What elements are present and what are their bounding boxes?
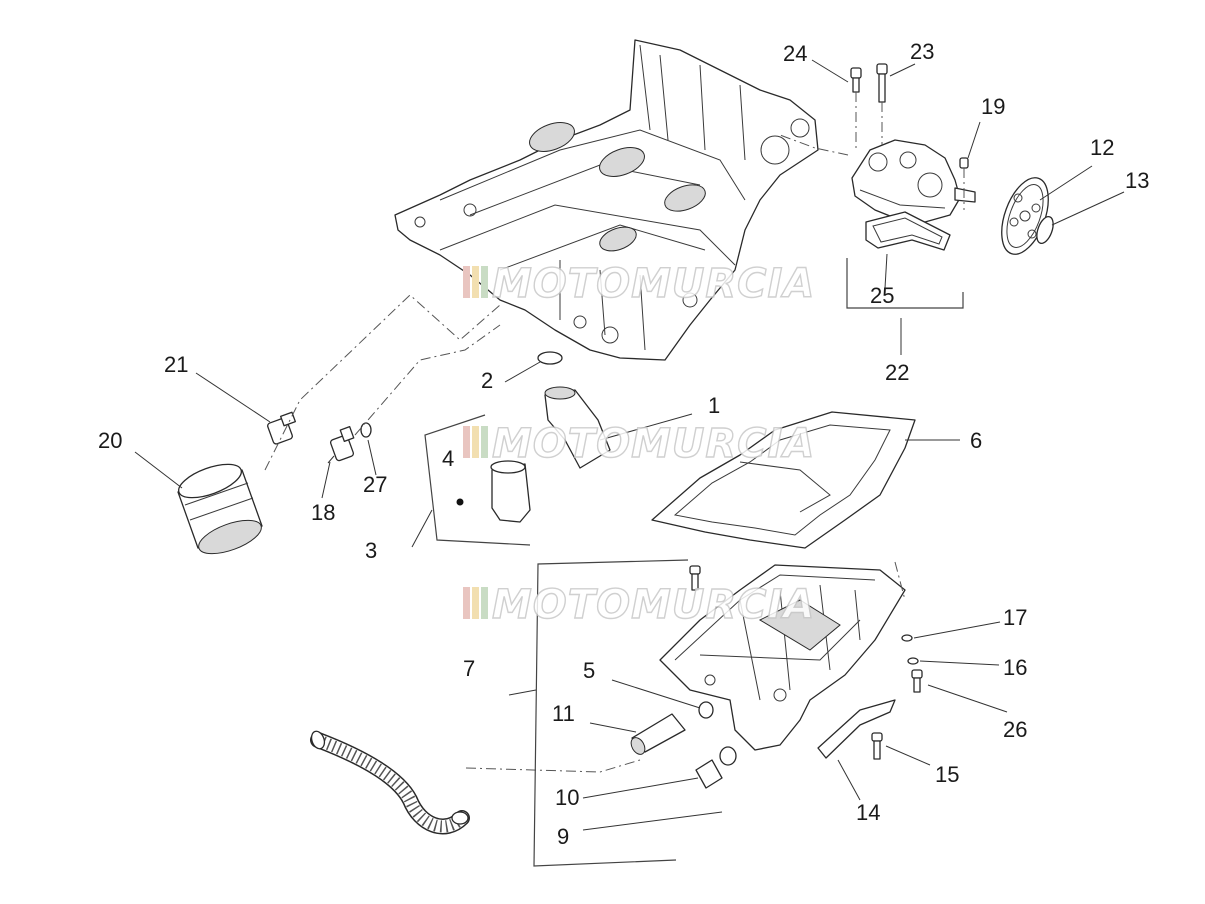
o-ring-27 xyxy=(360,422,372,438)
callout-14: 14 xyxy=(856,800,880,825)
svg-text:MOTOMURCIA: MOTOMURCIA xyxy=(492,582,815,628)
screw-24 xyxy=(850,67,862,93)
callout-11: 11 xyxy=(552,701,575,726)
leader-lines xyxy=(134,59,1125,831)
screw-15 xyxy=(871,732,883,760)
washer-9 xyxy=(719,746,737,766)
callout-10: 10 xyxy=(555,785,579,810)
callout-25: 25 xyxy=(870,283,894,308)
callout-1: 1 xyxy=(708,393,720,418)
assembly-lines xyxy=(264,92,965,773)
o-ring-5 xyxy=(698,701,714,719)
crankcase-housing xyxy=(394,39,819,361)
oil-pump xyxy=(851,139,976,223)
callout-22: 22 xyxy=(885,360,909,385)
group-bracket-7 xyxy=(533,559,689,867)
strainer-4 xyxy=(456,460,531,523)
watermark-logo: MOTOMURCIA xyxy=(463,420,815,468)
bracket-14 xyxy=(817,699,896,759)
o-ring-2 xyxy=(537,351,563,365)
watermark-logo: MOTOMURCIA xyxy=(463,260,815,308)
pump-gear-12 xyxy=(1001,177,1049,255)
plug-10 xyxy=(695,759,723,789)
bolt-7 xyxy=(689,565,701,591)
screw-26 xyxy=(911,669,923,693)
callout-3: 3 xyxy=(365,538,377,563)
callout-24: 24 xyxy=(783,41,807,66)
callout-6: 6 xyxy=(970,428,982,453)
fitting-21 xyxy=(267,411,296,445)
callout-20: 20 xyxy=(98,428,122,453)
circlip-13 xyxy=(1036,215,1054,245)
group-bracket-22 xyxy=(846,258,964,309)
callout-26: 26 xyxy=(1003,717,1027,742)
oil-pan-gasket-6 xyxy=(651,411,916,549)
washer-17 xyxy=(901,634,913,642)
callout-13: 13 xyxy=(1125,168,1149,193)
callout-21: 21 xyxy=(164,352,188,377)
washer-16 xyxy=(907,657,919,665)
group-bracket-3 xyxy=(424,414,531,546)
callout-27: 27 xyxy=(363,472,387,497)
callout-labels: 1 2 3 4 5 6 7 9 10 11 12 13 14 15 16 17 … xyxy=(98,39,1149,849)
callout-7: 7 xyxy=(463,656,475,681)
callout-23: 23 xyxy=(910,39,934,64)
watermark-logo: MOTOMURCIA xyxy=(463,581,815,629)
callout-12: 12 xyxy=(1090,135,1114,160)
callout-4: 4 xyxy=(442,446,454,471)
pump-gasket xyxy=(865,211,951,251)
sump-plug-11 xyxy=(630,713,686,755)
callout-2: 2 xyxy=(481,368,493,393)
callout-17: 17 xyxy=(1003,605,1027,630)
svg-text:MOTOMURCIA: MOTOMURCIA xyxy=(492,261,815,307)
oil-sump xyxy=(659,564,906,751)
breather-hose xyxy=(310,730,470,835)
pickup-tube-1 xyxy=(544,386,611,469)
callout-5: 5 xyxy=(583,658,595,683)
callout-15: 15 xyxy=(935,762,959,787)
oil-filter-20 xyxy=(177,463,263,555)
callout-18: 18 xyxy=(311,500,335,525)
dowel-pin-19 xyxy=(959,157,969,169)
screw-23 xyxy=(876,63,888,103)
callout-19: 19 xyxy=(981,94,1005,119)
sensor-18 xyxy=(327,426,355,464)
callout-16: 16 xyxy=(1003,655,1027,680)
svg-text:MOTOMURCIA: MOTOMURCIA xyxy=(492,421,815,467)
callout-9: 9 xyxy=(557,824,569,849)
